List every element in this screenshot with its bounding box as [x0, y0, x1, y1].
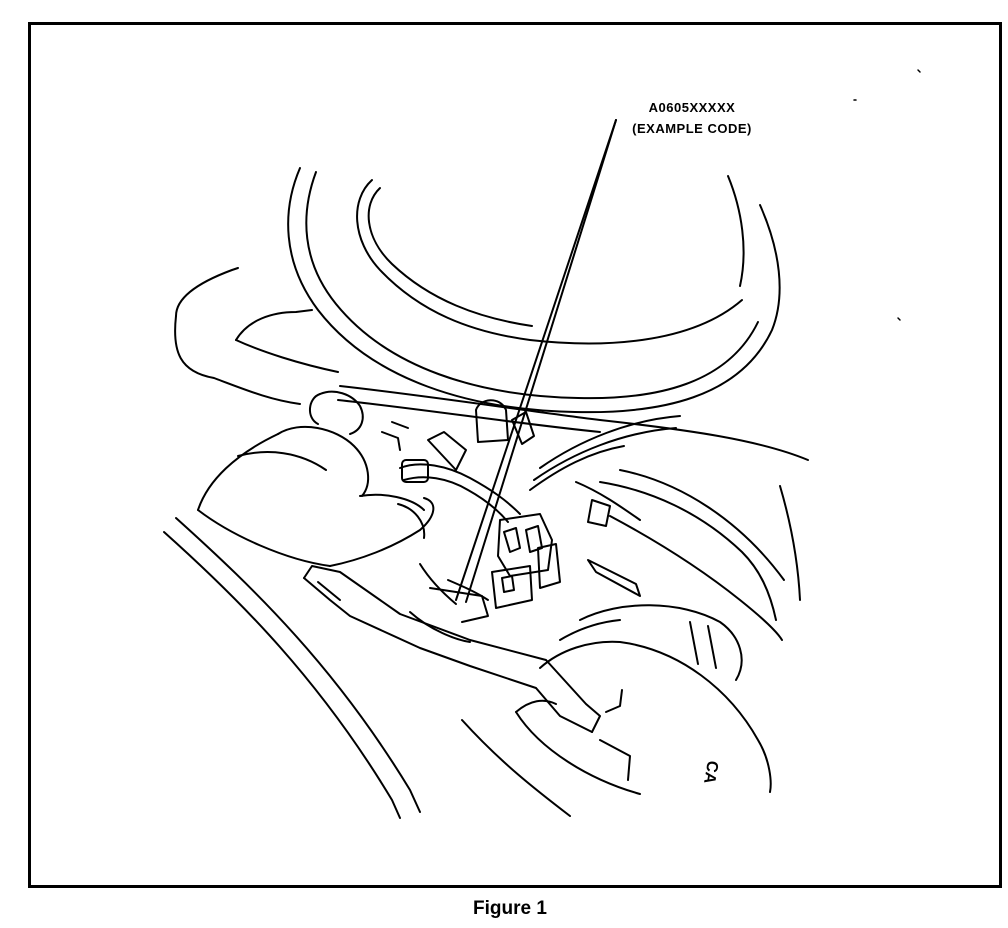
right-hose: [587, 469, 801, 621]
figure-caption: Figure 1: [473, 898, 547, 919]
part-marking: CA: [700, 759, 721, 785]
callout-note-label: (EXAMPLE CODE): [632, 121, 752, 136]
lower-housing-arcs: [163, 517, 571, 819]
scan-specks: [853, 69, 921, 321]
mounting-bracket: [303, 563, 601, 733]
distributor-body: [197, 390, 435, 567]
fender-panel: [174, 267, 809, 461]
callout-code-label: A0605XXXXX: [648, 100, 736, 115]
air-cleaner-housing: [287, 167, 781, 414]
callout-leader: [455, 119, 617, 603]
pulley-assembly: [515, 604, 772, 795]
sensor-connector: [491, 513, 561, 609]
figure-frame: [28, 22, 1002, 888]
svg-text:CA: CA: [700, 759, 721, 785]
wiring-harness: [399, 399, 783, 641]
